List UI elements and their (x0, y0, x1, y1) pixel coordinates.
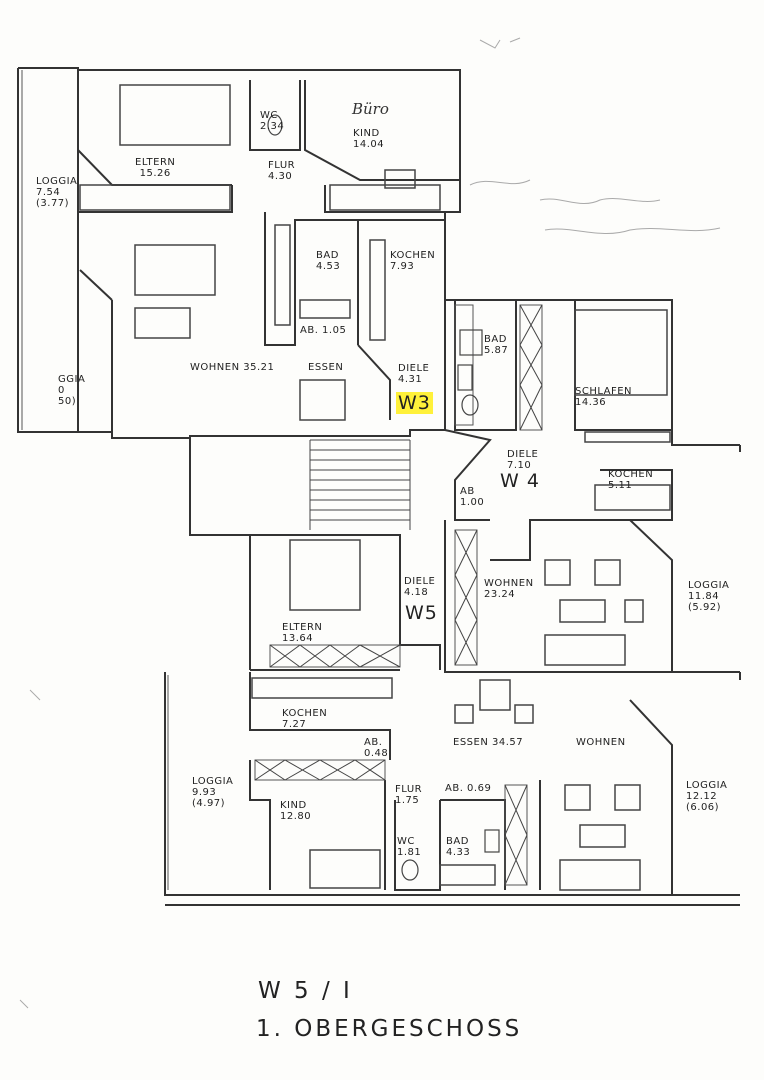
sofa-w3 (134, 244, 216, 296)
desk-kind-top (384, 169, 416, 189)
sanitary-fixtures (267, 114, 500, 881)
plan-title-floor: 1. OBERGESCHOSS (256, 1016, 523, 1042)
room-wohnen-w5: WOHNEN (576, 737, 626, 748)
chair-w5-1 (564, 784, 591, 811)
table-w5 (579, 824, 626, 848)
cabinet-w5-bad (504, 784, 528, 886)
plan-title-unit: W 5 / I (258, 978, 353, 1004)
pencil-marks (19, 37, 721, 1009)
sofa-w5 (559, 859, 641, 891)
cabinet-w5-kind (254, 759, 386, 781)
chair-w4-1 (544, 559, 571, 586)
wall-w4-outline (445, 299, 740, 446)
cabinet-w5-diele (454, 529, 478, 666)
wall-diele-w3 (357, 344, 391, 420)
wall-outline-top (17, 68, 446, 439)
room-ab-w5: AB.0.48 (364, 737, 389, 759)
wall-w5-wc (394, 800, 441, 891)
room-essen-w3: ESSEN (308, 362, 344, 373)
bed-w4 (574, 309, 668, 396)
counter-kochen-w5 (251, 677, 393, 699)
wall-w4-schlafen (574, 300, 672, 431)
wall-w5-kind (249, 760, 271, 890)
wall-bad-w3 (264, 212, 359, 346)
room-wohnen-w3: WOHNEN 35.21 (190, 362, 275, 373)
cabinet-essen-w5 (479, 679, 511, 711)
wall-flur-right (324, 185, 460, 213)
wall-flur (78, 185, 233, 213)
unit-label-w3: W3 (396, 392, 433, 414)
wall-w4-loggia (629, 519, 673, 672)
wall-w5-loggia (629, 699, 673, 895)
chair-w4-3 (624, 599, 644, 623)
handwritten-buro: Büro (352, 100, 389, 118)
cabinet-w4 (519, 304, 543, 431)
counter-kochen-w4 (594, 484, 671, 511)
wall-stairs (189, 438, 251, 670)
wall-w4-diele (444, 429, 492, 521)
room-ab-w3: AB. 1.05 (300, 325, 347, 336)
wall-w5-outline (164, 672, 740, 896)
room-ab-w5-2: AB. 0.69 (445, 783, 492, 794)
wall-kind-top (304, 80, 460, 181)
bath-w5 (439, 864, 496, 886)
bath-w3 (299, 299, 351, 319)
cabinet-hatching (254, 304, 543, 886)
dining-table-w3 (299, 379, 346, 421)
table-w3 (134, 307, 191, 339)
room-essen-w5: ESSEN 34.57 (453, 737, 524, 748)
staircase (309, 439, 411, 530)
counter-kochen-w3 (369, 239, 386, 341)
cabinet-w5-eltern (269, 644, 401, 668)
bed-w5 (289, 539, 361, 611)
wall-wc (249, 80, 301, 151)
wall-wohnen-diag (79, 269, 113, 301)
wall-w5-kochen (249, 672, 391, 760)
unit-label-w3-text: W3 (396, 392, 433, 414)
unit-label-w4: W 4 (500, 470, 540, 492)
bed-eltern-top (119, 84, 231, 146)
chair-w5-2 (614, 784, 641, 811)
unit-label-w5: W5 (405, 602, 438, 624)
chair-essen-w5-1 (454, 704, 474, 724)
wall-w4-kochen (490, 469, 673, 561)
cabinet-w4-bad (454, 304, 474, 426)
wardrobe-eltern-top (79, 184, 231, 211)
table-w4 (559, 599, 606, 623)
chair-w4-2 (594, 559, 621, 586)
cabinet-bad-w3 (274, 224, 291, 326)
bed-kind-w5 (309, 849, 381, 889)
wall-w4-wohnen (444, 520, 740, 673)
wardrobe-w4 (584, 431, 671, 443)
loggia-top-wall (18, 67, 79, 432)
sofa-w4 (544, 634, 626, 666)
chair-essen-w5-2 (514, 704, 534, 724)
